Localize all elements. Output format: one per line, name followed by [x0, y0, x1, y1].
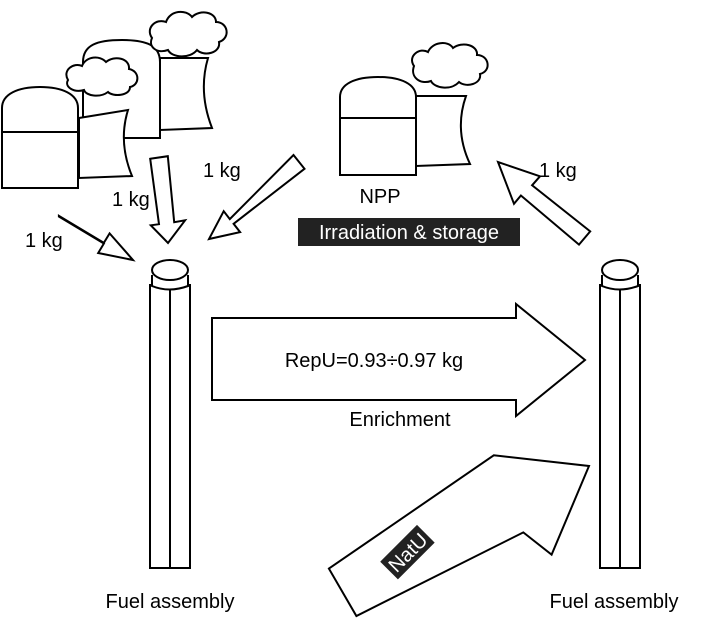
irradiation-label-background: [298, 218, 520, 246]
mass-label-left: 1 kg: [25, 230, 63, 252]
arrow-from-npp-single: [207, 153, 306, 241]
arrow-natu: [327, 454, 591, 618]
npp-single-icon: [339, 42, 489, 176]
repu-label: RepU=0.93÷0.97 kg: [285, 350, 463, 372]
arrow-from-npp-left: [57, 214, 136, 262]
fuel-assembly-right-icon: [599, 259, 641, 569]
mass-label-top: 1 kg: [203, 160, 241, 182]
mass-label-middle: 1 kg: [112, 189, 150, 211]
enrichment-label: Enrichment: [349, 409, 451, 431]
npp-label: NPP: [359, 186, 400, 208]
arrow-enrichment: [211, 301, 587, 419]
fuel-assembly-right-label: Fuel assembly: [550, 591, 679, 613]
irradiation-label: Irradiation & storage: [319, 222, 499, 244]
arrow-from-npp-middle: [148, 155, 188, 245]
natu-label-background: [380, 524, 435, 580]
arrow-to-npp-single: [496, 160, 592, 247]
npp-middle-icon: [65, 56, 139, 180]
fuel-assembly-left-label: Fuel assembly: [106, 591, 235, 613]
npp-front-icon: [0, 85, 79, 189]
mass-label-right: 1 kg: [539, 160, 577, 182]
fuel-assembly-left-icon: [149, 259, 191, 569]
